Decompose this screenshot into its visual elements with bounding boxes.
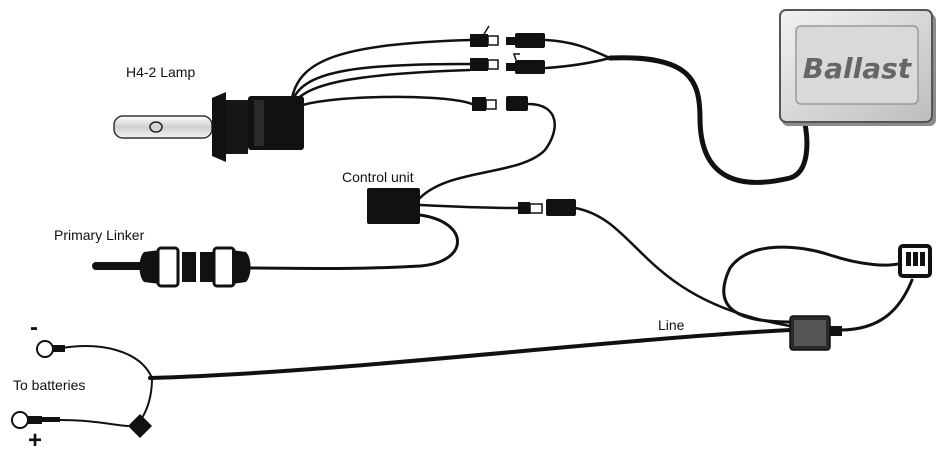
control-unit[interactable]: [367, 188, 420, 224]
label-control-unit: Control unit: [342, 169, 414, 185]
wires: [59, 38, 914, 427]
lamp-base: [226, 100, 248, 154]
control-to-linker: [238, 213, 459, 270]
label-lamp: H4-2 Lamp: [126, 64, 195, 80]
lamp-flange: [212, 92, 226, 162]
lamp-filament: [149, 121, 163, 133]
positive-wire: [59, 419, 129, 427]
control-connector[interactable]: [518, 199, 576, 216]
fuse-holder[interactable]: [128, 414, 152, 438]
ballast-wire-b: [544, 56, 612, 70]
connector-1[interactable]: [470, 25, 545, 48]
negative-terminal[interactable]: [36, 340, 65, 358]
ballast-main-cable: [607, 55, 810, 185]
upper-connectors[interactable]: [470, 25, 545, 111]
lamp-wire-4: [292, 95, 474, 112]
ballast-label: Ballast: [803, 52, 913, 85]
label-to-batteries: To batteries: [13, 377, 85, 393]
h4-lamp[interactable]: [113, 92, 304, 162]
line-cable: [148, 328, 792, 380]
relay-unit[interactable]: [789, 315, 842, 351]
connector-to-relay: [573, 206, 792, 328]
positive-terminal[interactable]: [11, 411, 60, 429]
lamp-wire-1: [290, 38, 472, 100]
connector-3[interactable]: [472, 96, 528, 111]
label-primary-linker: Primary Linker: [54, 227, 145, 243]
headlight-plug[interactable]: [898, 244, 932, 278]
label-line: Line: [658, 317, 685, 333]
connector-2[interactable]: [470, 53, 545, 74]
ballast-wire-a: [544, 38, 612, 60]
fuse-wire: [141, 377, 153, 419]
relay-loop-wire: [722, 245, 907, 324]
label-negative: -: [30, 314, 38, 341]
negative-wire: [61, 345, 153, 379]
ballast-unit[interactable]: Ballast: [779, 9, 936, 126]
relay-to-plug-wire: [838, 278, 914, 332]
control-unit-box: [367, 188, 420, 224]
ballast-face: [795, 25, 919, 105]
lamp-bulb: [113, 115, 213, 139]
label-positive: +: [28, 427, 42, 450]
lamp-wire-2: [290, 62, 472, 104]
control-to-connector: [418, 203, 520, 210]
control-feed-wire: [418, 102, 556, 200]
primary-linker[interactable]: [139, 246, 251, 288]
